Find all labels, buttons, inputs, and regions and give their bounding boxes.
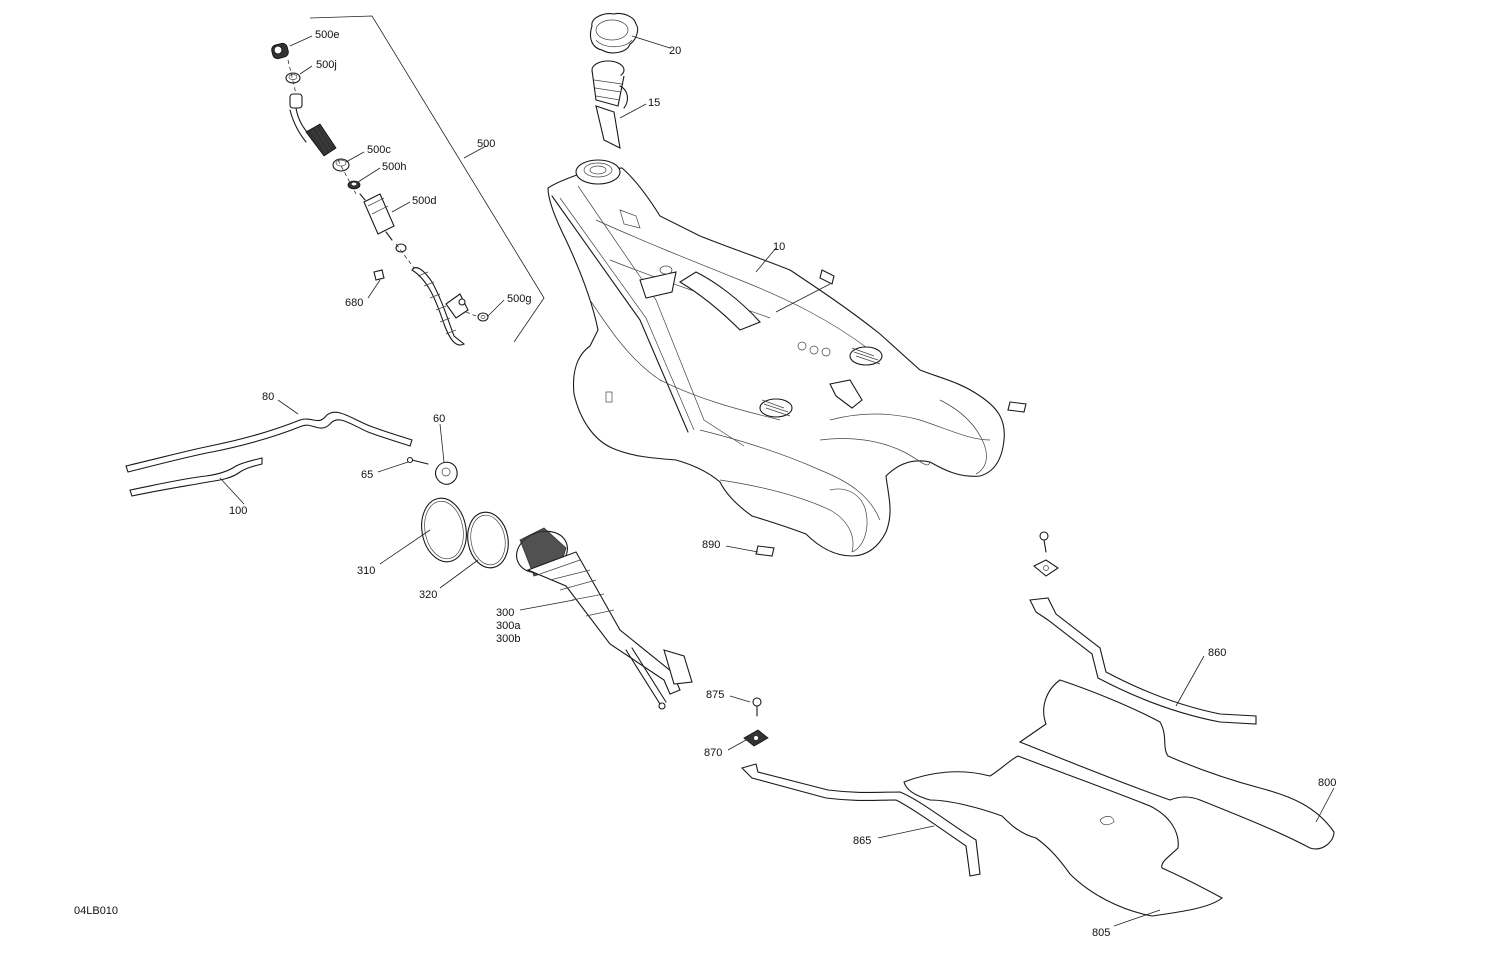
- screw-65[interactable]: [406, 456, 429, 465]
- callout-15[interactable]: 15: [648, 97, 660, 109]
- fuel-pump-300[interactable]: [511, 524, 693, 710]
- fuel-line-assembly: [270, 15, 545, 346]
- callout-310[interactable]: 310: [357, 565, 375, 577]
- callout-680[interactable]: 680: [345, 297, 363, 309]
- rubber-pad-top[interactable]: [819, 269, 835, 285]
- callout-100[interactable]: 100: [229, 505, 247, 517]
- fuel-tank-10[interactable]: [547, 159, 1005, 557]
- callout-10[interactable]: 10: [773, 241, 785, 253]
- strap-860[interactable]: [1029, 597, 1257, 725]
- part-500j-clamp[interactable]: [285, 72, 301, 84]
- bolt-875[interactable]: [752, 697, 762, 717]
- lock-ring-310[interactable]: [417, 495, 471, 566]
- part-500e-elbow[interactable]: [270, 42, 289, 60]
- strap-865[interactable]: [740, 763, 981, 877]
- part-500h-ring[interactable]: [347, 180, 361, 190]
- callout-500d[interactable]: 500d: [412, 195, 436, 207]
- callout-80[interactable]: 80: [262, 391, 274, 403]
- connector-60[interactable]: [434, 461, 458, 485]
- rubber-pad-right[interactable]: [1007, 401, 1027, 413]
- callout-860[interactable]: 860: [1208, 647, 1226, 659]
- callout-500j[interactable]: 500j: [316, 59, 337, 71]
- part-500d-filter[interactable]: [359, 193, 407, 253]
- part-500c-fitting[interactable]: [332, 158, 350, 172]
- leader-lines: [219, 35, 1335, 927]
- callout-865[interactable]: 865: [853, 835, 871, 847]
- hose-axis-line: [287, 59, 477, 317]
- callout-500c[interactable]: 500c: [367, 144, 391, 156]
- callout-300[interactable]: 300: [496, 607, 514, 619]
- part-upper-hose[interactable]: [289, 93, 337, 157]
- nut-870[interactable]: [743, 729, 769, 747]
- filler-neck-15[interactable]: [591, 60, 629, 149]
- part-680-clip[interactable]: [373, 269, 385, 281]
- assembly-500-bracket: [309, 15, 545, 343]
- callout-805[interactable]: 805: [1092, 927, 1110, 939]
- callout-300a[interactable]: 300a: [496, 620, 521, 632]
- fuel-line-80[interactable]: [125, 411, 413, 473]
- callout-890[interactable]: 890: [702, 539, 720, 551]
- filler-cap-20[interactable]: [589, 12, 639, 54]
- callout-500h[interactable]: 500h: [382, 161, 406, 173]
- callout-500[interactable]: 500: [477, 138, 495, 150]
- callout-500e[interactable]: 500e: [315, 29, 339, 41]
- part-lower-hose[interactable]: [411, 267, 469, 346]
- rubber-pad-890[interactable]: [755, 545, 775, 557]
- bolt-860[interactable]: [1033, 531, 1059, 577]
- callout-875[interactable]: 875: [706, 689, 724, 701]
- skid-plate-800[interactable]: [1018, 679, 1335, 850]
- diagram-code: 04LB010: [74, 905, 118, 917]
- part-500g-oring[interactable]: [477, 312, 489, 322]
- callout-20[interactable]: 20: [669, 45, 681, 57]
- callout-870[interactable]: 870: [704, 747, 722, 759]
- callout-300b[interactable]: 300b: [496, 633, 520, 645]
- fuel-line-100[interactable]: [129, 457, 263, 497]
- callout-65[interactable]: 65: [361, 469, 373, 481]
- callout-800[interactable]: 800: [1318, 777, 1336, 789]
- callout-500g[interactable]: 500g: [507, 293, 531, 305]
- callout-320[interactable]: 320: [419, 589, 437, 601]
- gasket-320[interactable]: [463, 509, 512, 571]
- callout-labels: 500e 500j 500 500c 500h 500d 680 500g 20…: [229, 29, 1336, 939]
- skid-plate-805[interactable]: [903, 755, 1223, 917]
- callout-60[interactable]: 60: [433, 413, 445, 425]
- tank-fitting-top: [605, 265, 883, 418]
